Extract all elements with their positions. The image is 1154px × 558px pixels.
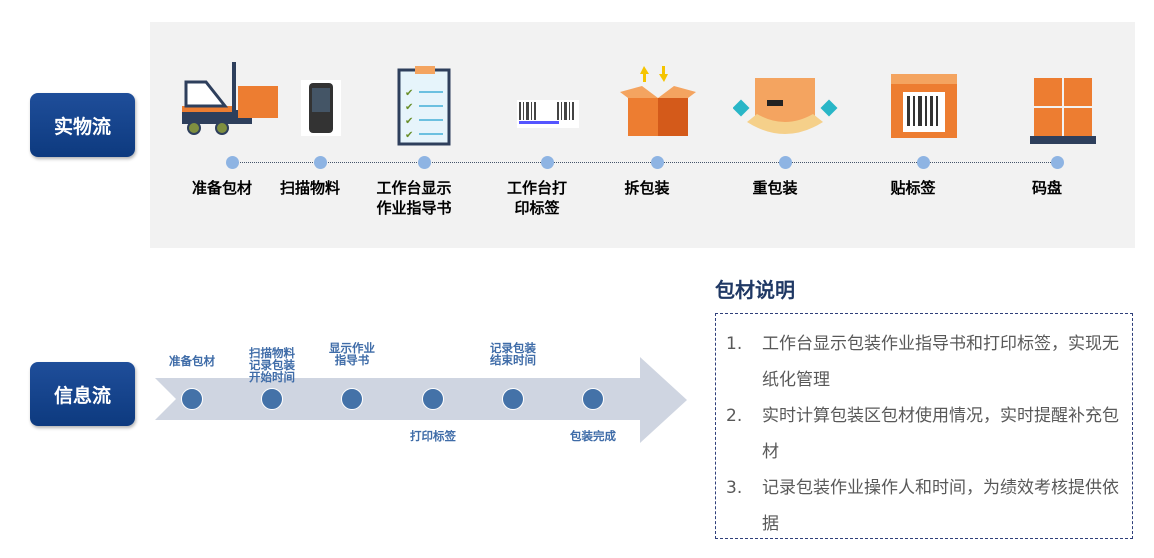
- repack-box-icon: [733, 78, 838, 134]
- info-node: [422, 388, 444, 410]
- step-label: 重包装: [752, 179, 798, 197]
- notes-box: 1. 工作台显示包装作业指导书和打印标签，实现无纸化管理 2. 实时计算包装区包材使用…: [715, 313, 1133, 539]
- timeline-dot: [226, 156, 239, 169]
- pallet-icon: [1030, 78, 1096, 144]
- info-flow-badge: 信息流: [30, 362, 135, 426]
- clipboard-checklist-icon: ✔ ✔ ✔ ✔: [397, 66, 451, 146]
- svg-text:✔: ✔: [405, 88, 413, 99]
- timeline-dot: [651, 156, 664, 169]
- forklift-icon: [182, 62, 278, 135]
- step-label: 准备包材: [191, 179, 253, 197]
- timeline-dot: [917, 156, 930, 169]
- info-bottom-label: 包装完成: [570, 429, 616, 443]
- physical-flow-badge: 实物流: [30, 93, 135, 157]
- info-top-label: 显示作业 指导书: [329, 341, 375, 367]
- note-number: 2.: [726, 406, 743, 426]
- info-node: [261, 388, 283, 410]
- unpack-box-icon: [620, 66, 696, 136]
- svg-text:✔: ✔: [405, 102, 413, 113]
- note-item: 2. 实时计算包装区包材使用情况，实时提醒补充包材: [726, 398, 1122, 470]
- note-text: 工作台显示包装作业指导书和打印标签，实现无纸化管理: [762, 334, 1119, 390]
- note-number: 1.: [726, 334, 743, 354]
- timeline-dot: [418, 156, 431, 169]
- note-number: 3.: [726, 478, 743, 498]
- note-item: 1. 工作台显示包装作业指导书和打印标签，实现无纸化管理: [726, 326, 1122, 398]
- note-text: 实时计算包装区包材使用情况，实时提醒补充包材: [762, 406, 1119, 462]
- note-item: 3. 记录包装作业操作人和时间，为绩效考核提供依据: [726, 470, 1122, 542]
- timeline-dot: [779, 156, 792, 169]
- step-label: 拆包装: [624, 179, 670, 197]
- info-node: [502, 388, 524, 410]
- svg-text:✔: ✔: [405, 130, 413, 141]
- label-box-icon: [891, 74, 957, 138]
- handheld-scanner-icon: [301, 80, 341, 136]
- step-label: 扫描物料: [279, 179, 341, 197]
- step-label: 工作台显示 作业指导书: [376, 179, 452, 217]
- step-label: 码盘: [1031, 179, 1063, 197]
- timeline-line: [232, 162, 1057, 163]
- notes-title: 包材说明: [715, 278, 795, 302]
- info-node: [181, 388, 203, 410]
- info-bottom-label: 打印标签: [410, 429, 456, 443]
- barcode-label-icon: [517, 100, 579, 128]
- info-top-label: 记录包装 结束时间: [490, 341, 536, 367]
- info-node: [341, 388, 363, 410]
- step-label: 贴标签: [890, 179, 936, 197]
- timeline-dot: [314, 156, 327, 169]
- step-label: 工作台打 印标签: [506, 179, 568, 217]
- note-text: 记录包装作业操作人和时间，为绩效考核提供依据: [762, 478, 1119, 534]
- timeline-dot: [1051, 156, 1064, 169]
- info-node: [582, 388, 604, 410]
- info-top-label: 准备包材: [169, 354, 215, 368]
- info-top-label: 扫描物料 记录包装 开始时间: [249, 346, 295, 384]
- info-flow-arrow: [155, 357, 687, 443]
- svg-text:✔: ✔: [405, 116, 413, 127]
- timeline-dot: [541, 156, 554, 169]
